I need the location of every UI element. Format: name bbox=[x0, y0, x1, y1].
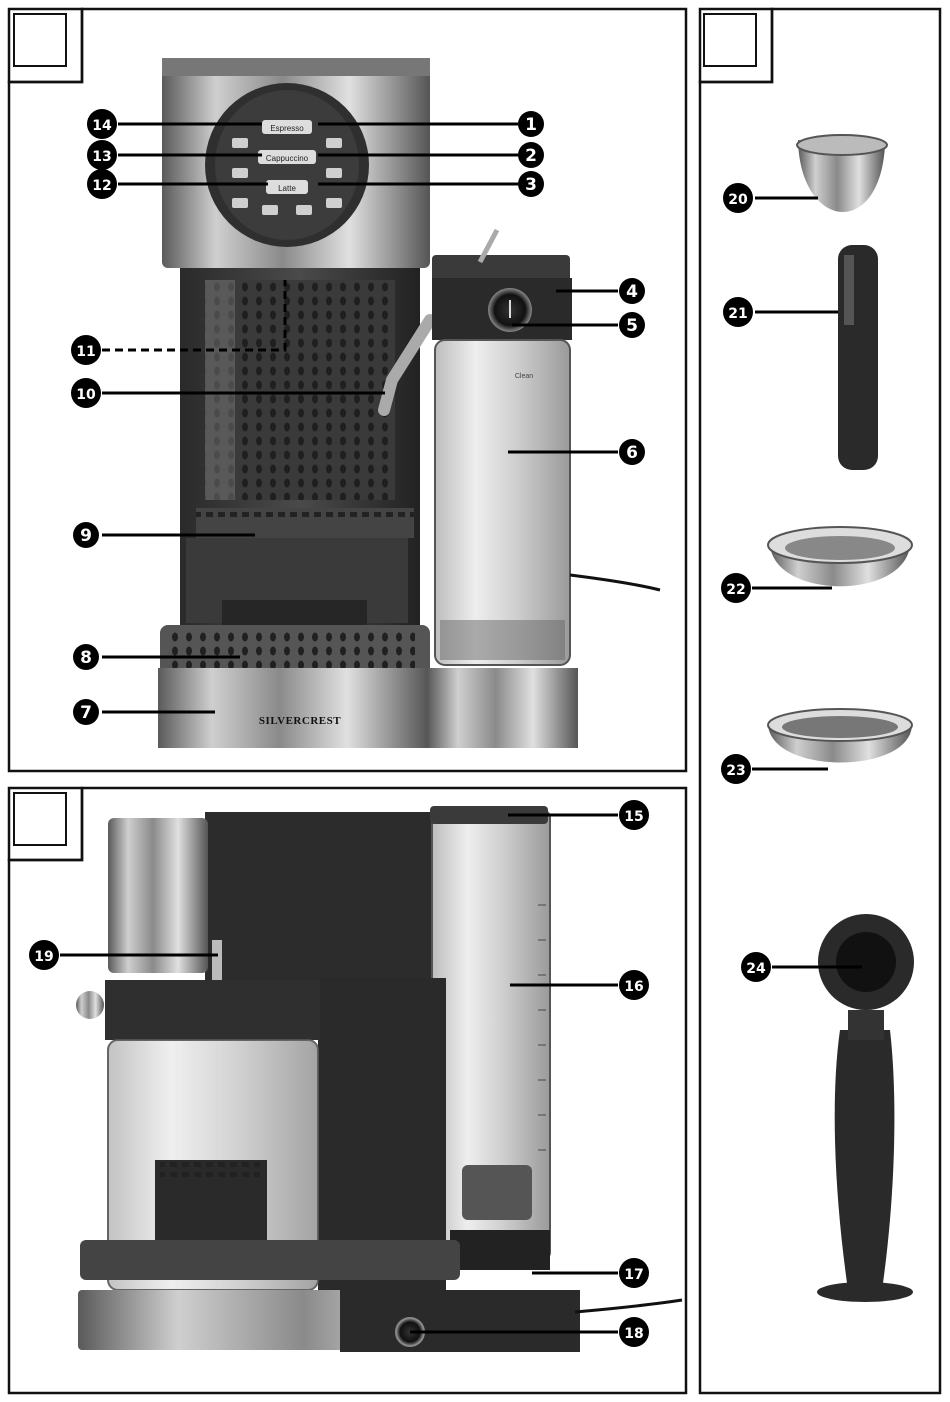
filter-single bbox=[768, 709, 912, 763]
button-cappuccino-label: Cappuccino bbox=[266, 154, 309, 163]
callout-11: 11 bbox=[71, 335, 101, 365]
figure-3-frame bbox=[700, 9, 940, 1393]
callout-1: 1 bbox=[518, 111, 544, 137]
milk-base bbox=[428, 668, 578, 748]
svg-text:6: 6 bbox=[626, 443, 638, 463]
button-cappuccino[interactable]: Cappuccino bbox=[258, 150, 316, 164]
svg-text:22: 22 bbox=[726, 582, 745, 598]
callout-6: 6 bbox=[619, 439, 645, 465]
callout-5: 5 bbox=[619, 312, 645, 338]
callout-23: 23 bbox=[721, 754, 751, 784]
callout-17: 17 bbox=[619, 1258, 649, 1288]
svg-text:7: 7 bbox=[80, 703, 92, 723]
callout-12: 12 bbox=[87, 169, 117, 199]
callout-19: 19 bbox=[29, 940, 59, 970]
callout-21: 21 bbox=[723, 297, 753, 327]
base-front bbox=[158, 668, 428, 748]
svg-text:16: 16 bbox=[624, 979, 643, 995]
callout-2: 2 bbox=[518, 142, 544, 168]
brand-logo: SILVERCREST bbox=[259, 715, 341, 727]
callout-9: 9 bbox=[73, 522, 99, 548]
portafilter bbox=[797, 135, 887, 470]
callout-8: 8 bbox=[73, 644, 99, 670]
button-latte[interactable]: Latte bbox=[266, 180, 308, 194]
svg-text:20: 20 bbox=[728, 192, 748, 208]
svg-text:10: 10 bbox=[76, 387, 96, 403]
svg-text:5: 5 bbox=[626, 316, 638, 336]
svg-text:17: 17 bbox=[624, 1267, 643, 1283]
svg-text:1: 1 bbox=[525, 115, 537, 135]
machine-side-view bbox=[76, 806, 682, 1352]
callout-13: 13 bbox=[87, 140, 117, 170]
callout-14: 14 bbox=[87, 109, 117, 139]
svg-text:4: 4 bbox=[626, 282, 638, 302]
button-latte-label: Latte bbox=[278, 184, 296, 193]
svg-text:2: 2 bbox=[525, 146, 537, 166]
button-espresso-label: Espresso bbox=[270, 124, 304, 133]
callout-7: 7 bbox=[73, 699, 99, 725]
callout-3: 3 bbox=[518, 171, 544, 197]
svg-text:11: 11 bbox=[76, 344, 95, 360]
filter-double bbox=[768, 527, 912, 586]
svg-text:9: 9 bbox=[80, 526, 92, 546]
measuring-spoon-tamper bbox=[817, 914, 914, 1302]
callout-22: 22 bbox=[721, 573, 751, 603]
svg-text:13: 13 bbox=[92, 149, 111, 165]
callout-15: 15 bbox=[619, 800, 649, 830]
button-espresso[interactable]: Espresso bbox=[262, 120, 312, 134]
milk-tank bbox=[435, 340, 570, 665]
callout-4: 4 bbox=[619, 278, 645, 304]
svg-text:3: 3 bbox=[525, 175, 537, 195]
callout-10: 10 bbox=[71, 378, 101, 408]
svg-text:12: 12 bbox=[92, 178, 111, 194]
svg-text:15: 15 bbox=[624, 809, 643, 825]
svg-text:8: 8 bbox=[80, 648, 92, 668]
svg-text:19: 19 bbox=[34, 949, 53, 965]
callout-20: 20 bbox=[723, 183, 753, 213]
svg-text:14: 14 bbox=[92, 118, 112, 134]
machine-front-view: Espresso Cappuccino Latte bbox=[158, 58, 660, 748]
svg-text:18: 18 bbox=[624, 1326, 643, 1342]
steam-pipe-side bbox=[212, 940, 222, 985]
clean-label: Clean bbox=[515, 373, 533, 380]
svg-text:21: 21 bbox=[728, 306, 747, 322]
callout-18: 18 bbox=[619, 1317, 649, 1347]
svg-text:23: 23 bbox=[726, 763, 745, 779]
svg-text:24: 24 bbox=[746, 961, 766, 977]
callout-24: 24 bbox=[741, 952, 771, 982]
callout-16: 16 bbox=[619, 970, 649, 1000]
